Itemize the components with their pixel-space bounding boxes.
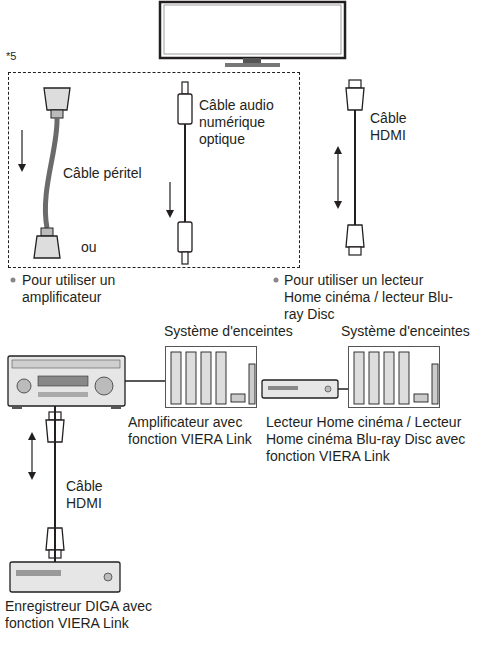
footnote-mark: *5 xyxy=(6,48,36,65)
edge-label: Câble HDMI xyxy=(66,478,126,512)
node-text: Câble péritel xyxy=(63,165,183,182)
node-text: Enregistreur DIGA avec fonction VIERA Li… xyxy=(5,598,185,632)
node-text: ou xyxy=(81,239,111,256)
diga-recorder xyxy=(10,562,120,592)
bullet xyxy=(11,278,16,283)
speaker-set xyxy=(171,352,438,404)
bullet xyxy=(274,278,279,283)
cable-connector xyxy=(338,389,348,390)
node-text: Câble audio numérique optique xyxy=(199,97,299,148)
amplifier xyxy=(8,356,125,409)
node-text: Lecteur Home cinéma / Lecteur Home ciném… xyxy=(266,414,481,465)
node-text: Amplificateur avec fonction VIERA Link xyxy=(128,414,268,448)
home-cinema-player: Lecteur Home cinéma / Lecteur Home ciném… xyxy=(262,380,338,398)
node-text: Système d'enceintes xyxy=(341,323,491,340)
usage-note: Pour utiliser un amplificateur xyxy=(22,272,182,306)
cable-label: Câble HDMI xyxy=(370,110,430,144)
speaker-system: Système d'enceintes xyxy=(348,346,440,408)
optical-cable xyxy=(170,82,192,264)
scart-cable xyxy=(22,88,70,258)
node-text: Système d'enceintes xyxy=(164,323,314,340)
usage-note: Pour utiliser un lecteur Home cinéma / l… xyxy=(284,272,462,323)
home-cinema-player xyxy=(262,380,338,398)
recorder: Enregistreur DIGA avec fonction VIERA Li… xyxy=(10,562,120,592)
cable-connector xyxy=(125,381,165,382)
amplifier: Amplificateur avec fonction VIERA Link xyxy=(8,356,125,406)
tv-set xyxy=(160,2,345,67)
dashed-group: Câble péritel ou Câble audio numérique opt… xyxy=(8,72,300,268)
speaker-system: Système d'enceintes xyxy=(165,346,257,408)
cable-connector xyxy=(32,406,55,562)
hdmi-cable xyxy=(338,80,364,255)
